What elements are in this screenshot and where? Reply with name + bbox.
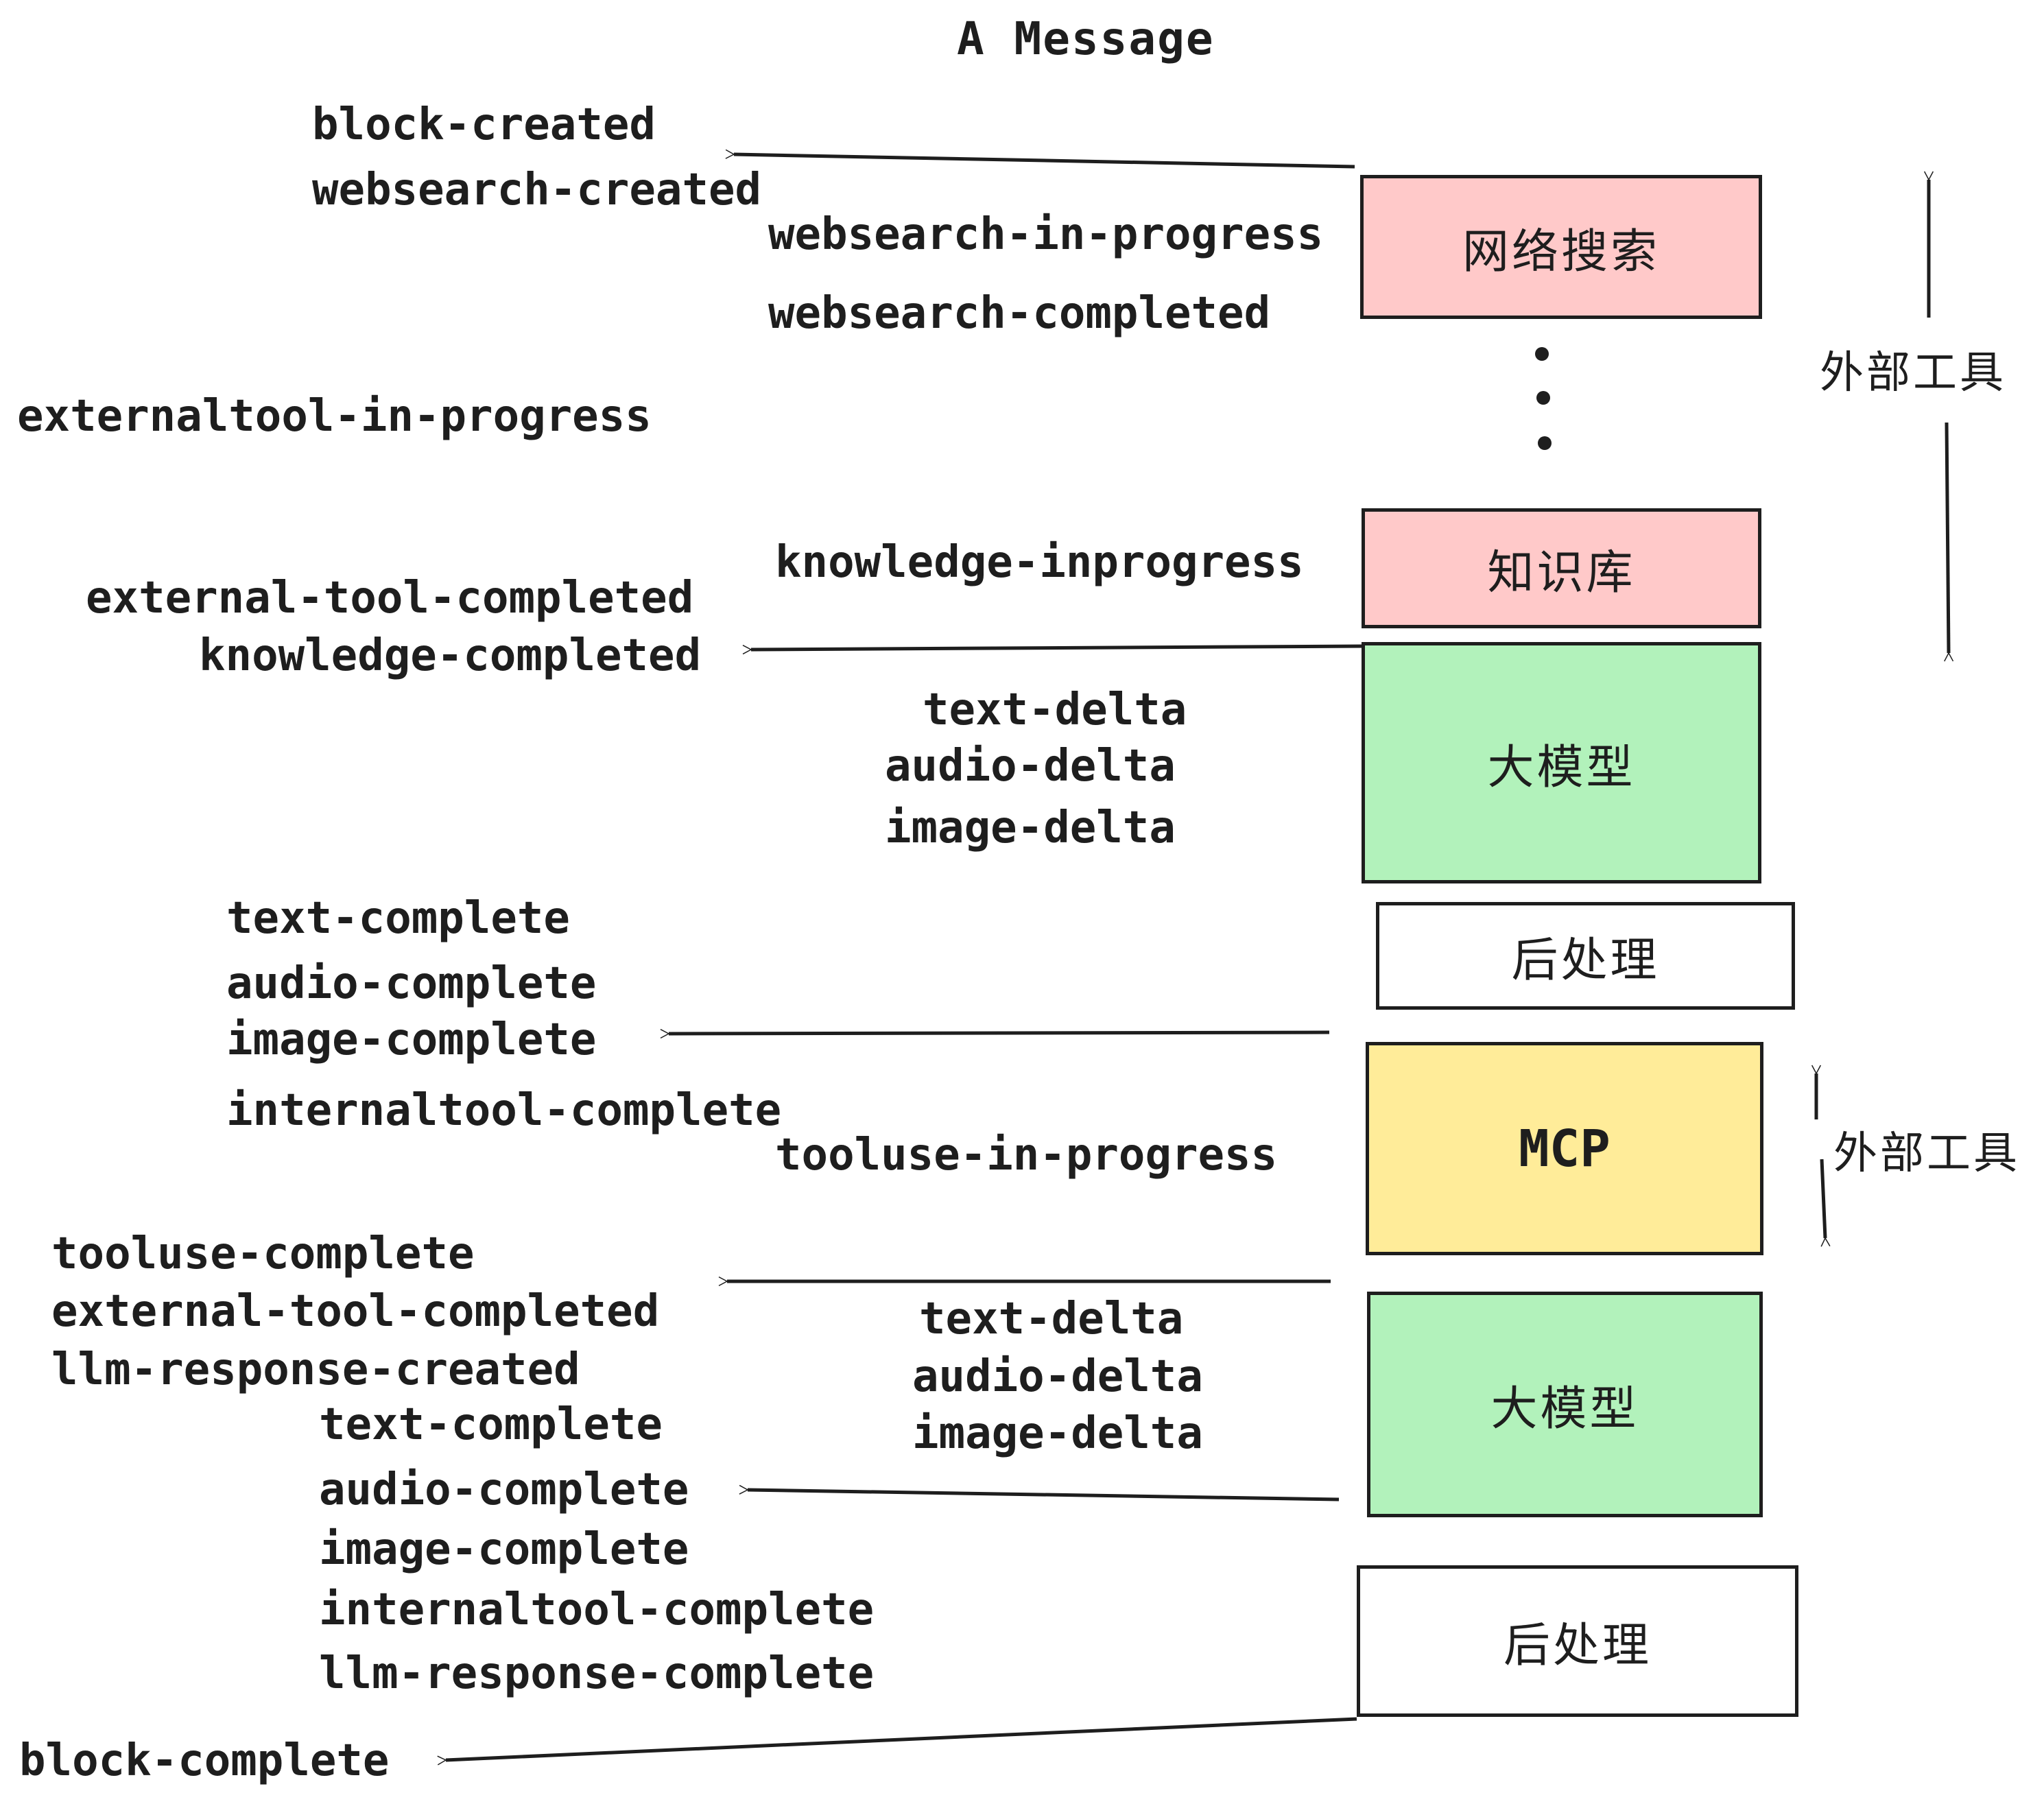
diagram-title: A Message <box>957 12 1215 65</box>
box-post-process-1: 后处理 <box>1376 902 1795 1010</box>
event-external-tool-completed-1: external-tool-completed <box>86 573 694 624</box>
event-llm-response-complete: llm-response-complete <box>319 1648 875 1699</box>
event-knowledge-completed: knowledge-completed <box>199 630 702 681</box>
event-audio-delta-1: audio-delta <box>885 741 1176 792</box>
event-websearch-created: websearch-created <box>312 165 762 215</box>
box-knowledge-base: 知识库 <box>1362 508 1761 628</box>
event-block-created: block-created <box>312 99 656 150</box>
event-text-delta-1: text-delta <box>923 685 1187 735</box>
vertical-ellipsis-icon <box>1535 347 1552 450</box>
event-tooluse-complete: tooluse-complete <box>51 1229 475 1279</box>
event-audio-delta-2: audio-delta <box>912 1351 1203 1402</box>
arrow-block-created <box>725 149 1355 169</box>
box-mcp-label: MCP <box>1519 1119 1611 1178</box>
event-tooluse-in-progress: tooluse-in-progress <box>775 1130 1278 1180</box>
box-websearch-label: 网络搜索 <box>1462 225 1660 278</box>
event-text-delta-2: text-delta <box>919 1294 1184 1344</box>
event-image-complete-2: image-complete <box>319 1524 689 1575</box>
arrow-mcp-external-down <box>1820 1159 1831 1247</box>
event-externaltool-in-progress: externaltool-in-progress <box>17 391 652 442</box>
event-image-complete-1: image-complete <box>226 1014 597 1065</box>
box-websearch: 网络搜索 <box>1360 175 1762 319</box>
event-knowledge-inprogress: knowledge-inprogress <box>775 537 1304 588</box>
box-llm-2-label: 大模型 <box>1490 1383 1639 1435</box>
box-post-process-2: 后处理 <box>1357 1565 1798 1717</box>
arrow-audio-complete <box>739 1484 1340 1502</box>
box-llm-2: 大模型 <box>1367 1292 1763 1517</box>
box-llm-1: 大模型 <box>1362 642 1761 883</box>
event-text-complete-1: text-complete <box>226 893 570 944</box>
box-post-process-2-label: 后处理 <box>1503 1619 1652 1672</box>
arrow-knowledge-completed <box>742 644 1364 655</box>
event-block-complete: block-complete <box>19 1735 390 1786</box>
event-websearch-in-progress: websearch-in-progress <box>768 209 1324 260</box>
event-external-tool-completed-2: external-tool-completed <box>51 1286 660 1337</box>
event-llm-response-created: llm-response-created <box>51 1344 580 1395</box>
external-tools-annotation-2: 外部工具 <box>1833 1128 2020 1178</box>
arrow-external-tools-down <box>1944 422 1954 662</box>
event-audio-complete-1: audio-complete <box>226 958 597 1009</box>
event-internaltool-complete-1: internaltool-complete <box>226 1085 782 1136</box>
box-mcp: MCP <box>1366 1042 1763 1255</box>
arrow-block-complete <box>437 1717 1357 1766</box>
event-text-complete-2: text-complete <box>319 1399 663 1450</box>
box-knowledge-base-label: 知识库 <box>1487 547 1636 599</box>
event-internaltool-complete-2: internaltool-complete <box>319 1585 875 1635</box>
box-post-process-1-label: 后处理 <box>1511 934 1660 986</box>
event-image-delta-1: image-delta <box>885 803 1176 853</box>
arrow-image-complete <box>660 1028 1330 1039</box>
box-llm-1-label: 大模型 <box>1487 741 1636 794</box>
external-tools-annotation-1: 外部工具 <box>1820 348 2006 397</box>
event-websearch-completed: websearch-completed <box>768 288 1271 339</box>
event-image-delta-2: image-delta <box>912 1408 1203 1459</box>
event-audio-complete-2: audio-complete <box>319 1464 689 1515</box>
